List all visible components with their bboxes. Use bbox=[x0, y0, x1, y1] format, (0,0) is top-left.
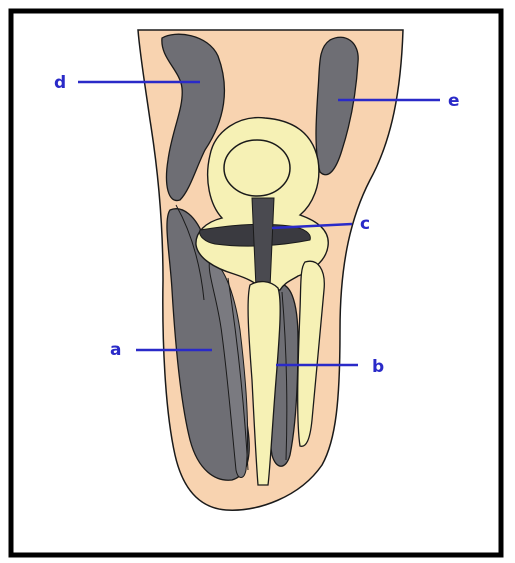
label-c: c bbox=[360, 214, 370, 234]
central-ligament bbox=[252, 198, 274, 288]
label-d: d bbox=[54, 73, 66, 93]
label-e: e bbox=[448, 91, 460, 111]
patella bbox=[224, 140, 290, 196]
label-b: b bbox=[372, 357, 384, 377]
label-a: a bbox=[110, 340, 121, 360]
